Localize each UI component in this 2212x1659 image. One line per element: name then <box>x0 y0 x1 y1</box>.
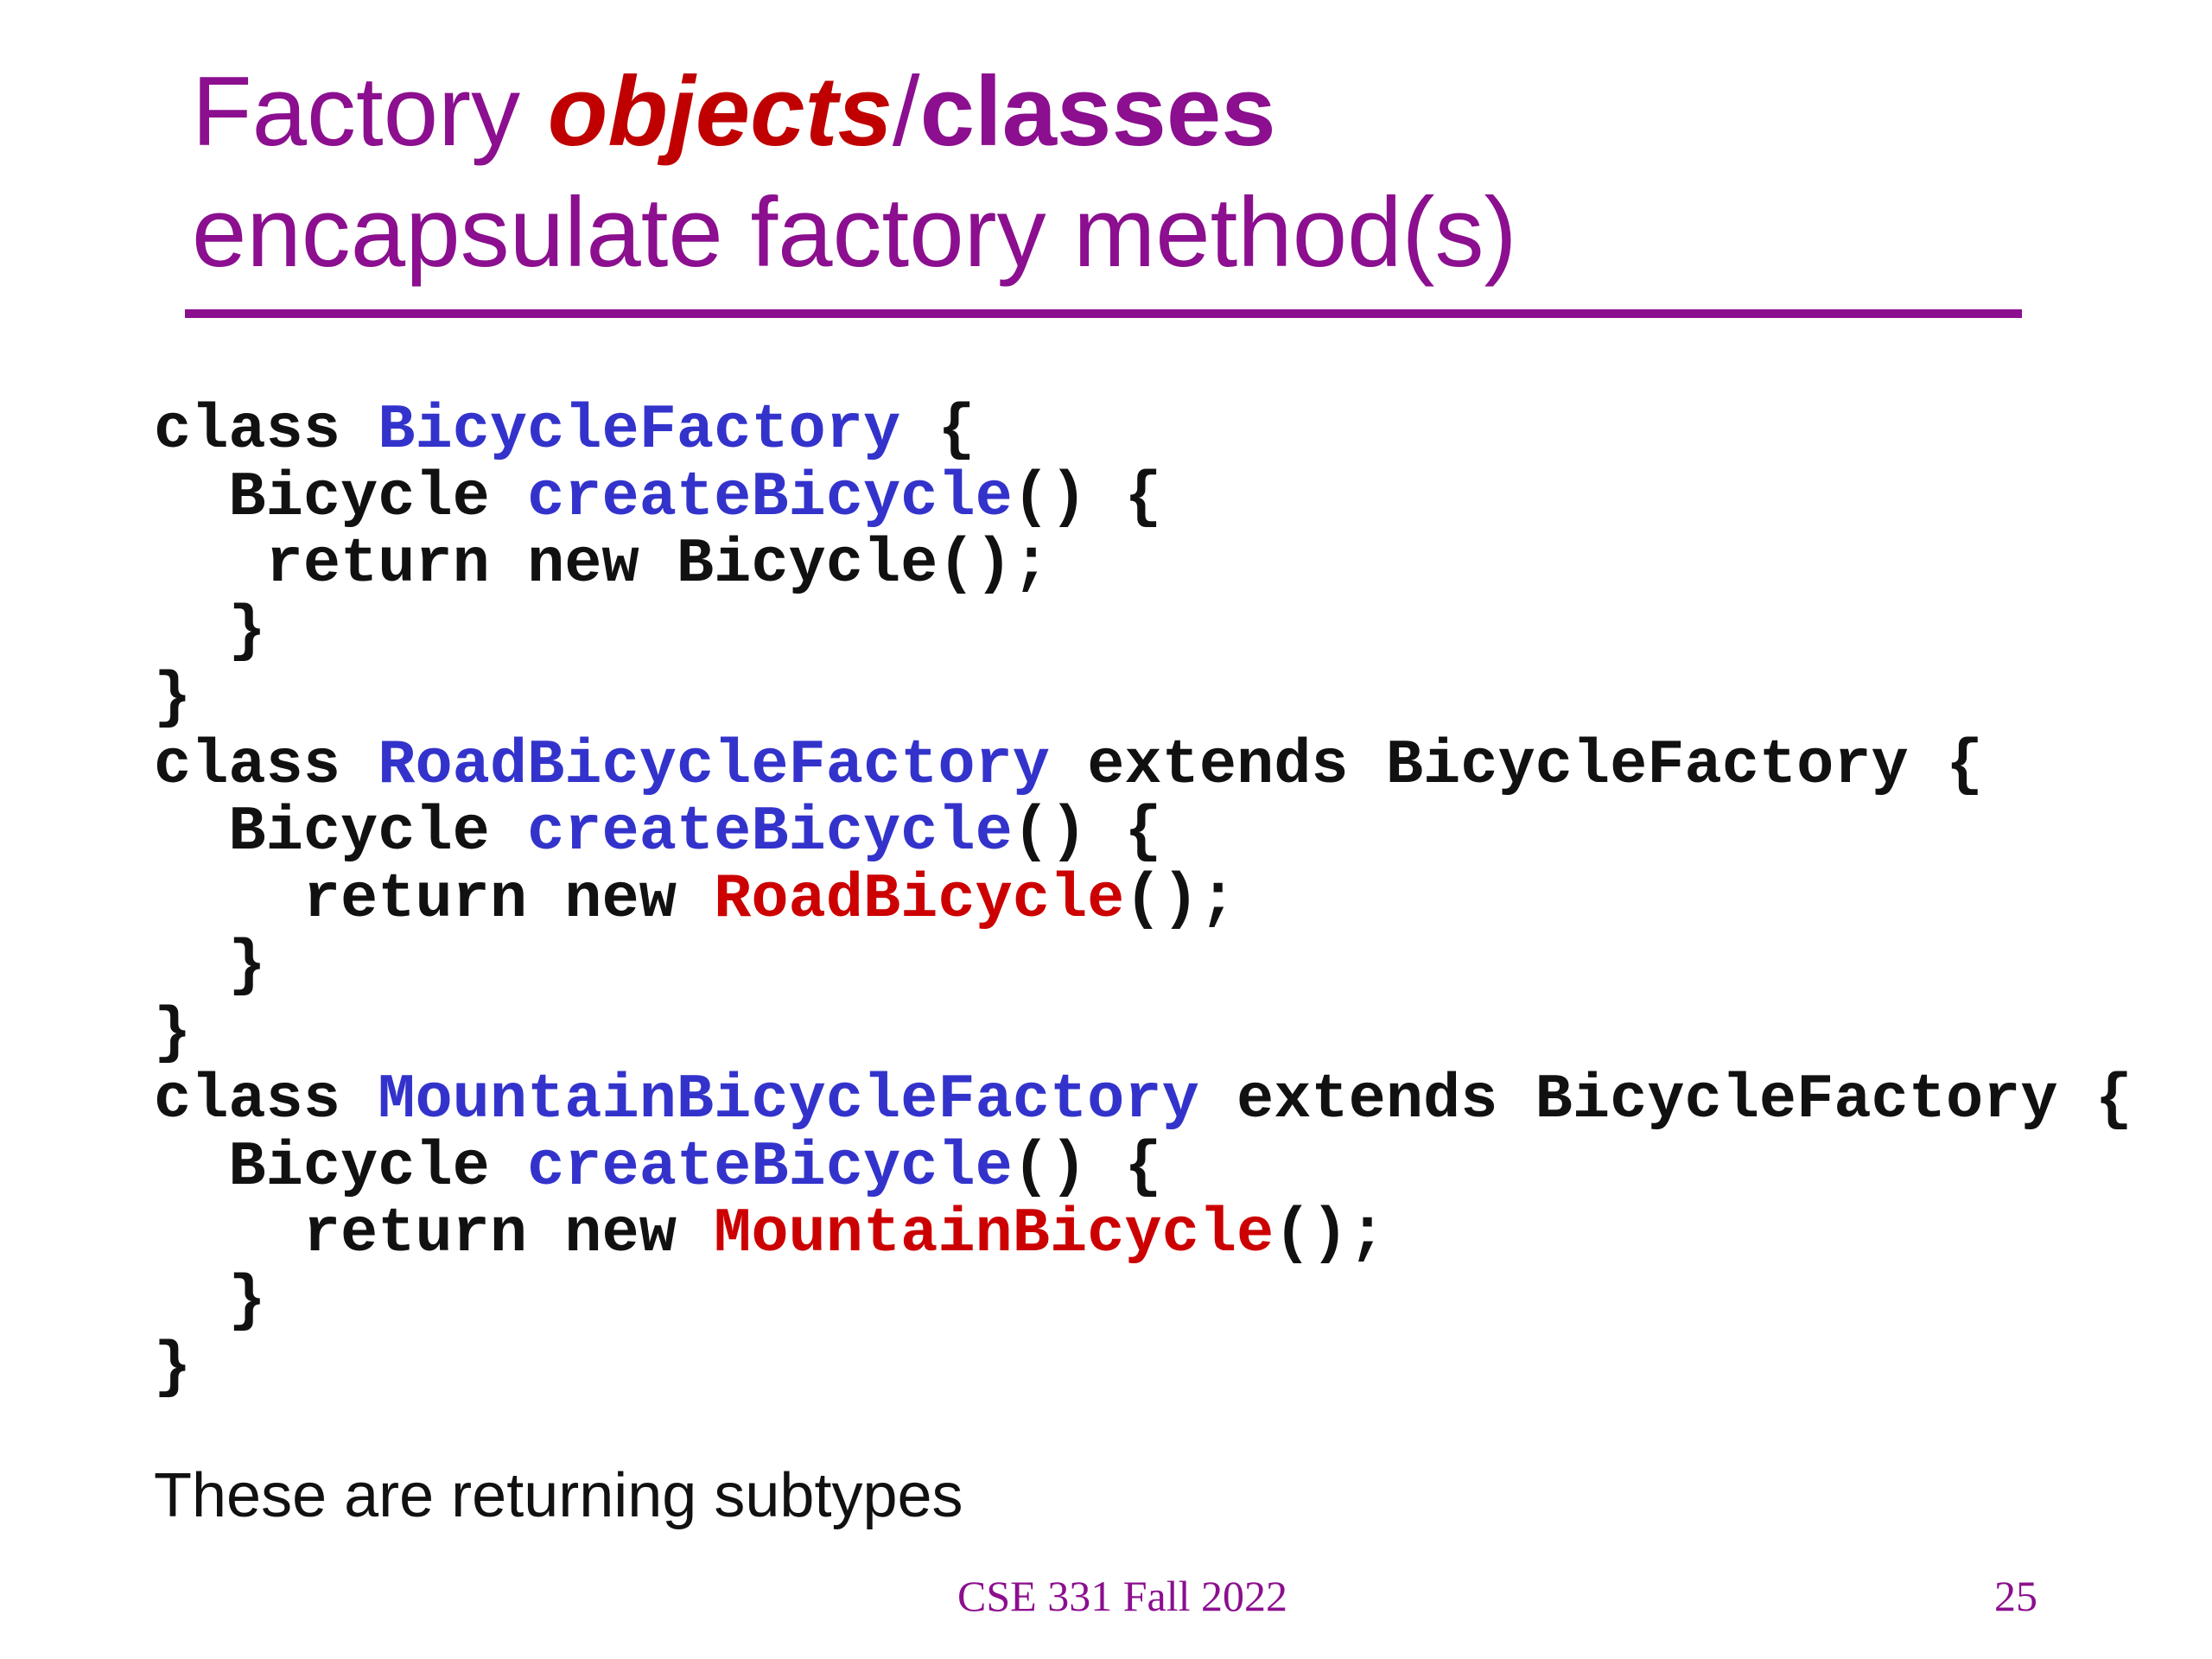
code-token: } <box>154 663 192 734</box>
code-token: class <box>154 729 378 801</box>
code-token: () { <box>1012 461 1162 533</box>
code-line: Bicycle createBicycle() { <box>154 797 2133 868</box>
title-bold-text: classes <box>919 57 1276 167</box>
title-emphasis-text: objects <box>547 57 893 167</box>
code-token: (); <box>1274 1198 1386 1269</box>
code-indent <box>154 931 228 1001</box>
code-line: } <box>154 1268 2133 1336</box>
code-token: Bicycle <box>228 1131 528 1203</box>
code-line: Bicycle createBicycle() { <box>154 461 2133 533</box>
code-token: } <box>228 1265 266 1337</box>
code-line: return new RoadBicycle(); <box>154 863 2133 935</box>
code-indent <box>154 529 266 600</box>
code-indent <box>154 1132 228 1203</box>
code-identifier: RoadBicycleFactory <box>378 729 1050 801</box>
code-token: } <box>154 997 192 1069</box>
code-token: () { <box>1012 1131 1162 1203</box>
code-token: return new <box>302 1198 715 1269</box>
code-indent <box>154 462 228 533</box>
code-token: Bicycle <box>228 797 528 868</box>
code-token: { <box>900 395 976 466</box>
code-token: return new <box>302 863 715 935</box>
code-indent <box>154 1198 303 1269</box>
code-line: } <box>154 595 2133 667</box>
code-identifier: createBicycle <box>527 797 1013 868</box>
code-token: extends BicycleFactory { <box>1198 1065 2133 1135</box>
code-line: } <box>154 663 2133 734</box>
code-indent <box>154 864 303 935</box>
title-slash: / <box>892 57 920 167</box>
code-subtype-name: RoadBicycle <box>714 863 1125 935</box>
note-text: These are returning subtypes <box>154 1461 963 1530</box>
code-line: class RoadBicycleFactory extends Bicycle… <box>154 729 2133 801</box>
title-divider <box>185 309 2022 318</box>
code-identifier: BicycleFactory <box>378 395 901 466</box>
code-line: } <box>154 931 2133 1001</box>
slide-number: 25 <box>1994 1572 2037 1620</box>
code-token: (); <box>1124 863 1237 935</box>
code-token: class <box>154 1065 378 1135</box>
footer-course: CSE 331 Fall 2022 <box>957 1572 1287 1620</box>
code-identifier: createBicycle <box>527 1131 1013 1203</box>
code-indent <box>154 797 228 868</box>
code-token: class <box>154 395 378 466</box>
code-line: return new Bicycle(); <box>154 531 2133 599</box>
code-block: class BicycleFactory { Bicycle createBic… <box>154 397 2133 1402</box>
code-token: () { <box>1012 797 1162 868</box>
code-subtype-name: MountainBicycle <box>714 1198 1274 1269</box>
code-line: class MountainBicycleFactory extends Bic… <box>154 1065 2133 1135</box>
code-identifier: createBicycle <box>527 461 1013 533</box>
title-plain-text: Factory <box>192 57 548 167</box>
code-line: Bicycle createBicycle() { <box>154 1131 2133 1203</box>
code-indent <box>154 596 228 667</box>
code-token: } <box>154 1332 192 1403</box>
code-token: Bicycle <box>228 461 528 533</box>
code-token: } <box>228 931 266 1001</box>
code-line: } <box>154 1332 2133 1403</box>
code-identifier: MountainBicycleFactory <box>378 1065 1199 1135</box>
code-token: } <box>228 595 266 667</box>
code-line: return new MountainBicycle(); <box>154 1198 2133 1269</box>
code-indent <box>154 1266 228 1337</box>
code-token: return new Bicycle(); <box>265 529 1050 600</box>
title-line-1: Factory objects/classes <box>192 52 1516 173</box>
code-line: class BicycleFactory { <box>154 397 2133 465</box>
title-line-2: encapsulate factory method(s) <box>192 178 1517 288</box>
code-token: extends BicycleFactory { <box>1049 729 1984 801</box>
slide-title: Factory objects/classes encapsulate fact… <box>192 52 1516 294</box>
code-line: } <box>154 997 2133 1069</box>
